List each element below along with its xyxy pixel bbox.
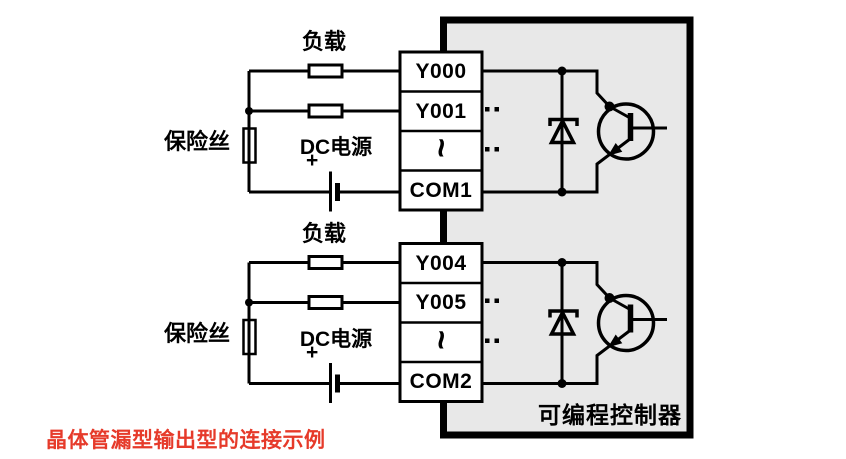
battery-plus-label: + <box>306 340 319 364</box>
terminal-label-y000: Y000 <box>415 60 467 83</box>
plc-box-rect <box>440 16 694 439</box>
terminal-label-y001: Y001 <box>415 99 467 123</box>
dc-power-label: DC电源 <box>299 327 373 351</box>
terminal-label-continuation: ~ <box>400 323 482 363</box>
terminal-label-y004: Y004 <box>415 251 467 275</box>
diagram-caption: 晶体管漏型输出型的连接示例 <box>46 429 326 452</box>
tilde-glyph: ~ <box>421 329 460 350</box>
fuse-label: 保险丝 <box>163 129 230 154</box>
battery-plus-label: + <box>306 149 319 172</box>
fuse-label: 保险丝 <box>163 320 230 346</box>
terminal-label-continuation: ~ <box>400 131 482 171</box>
output-unit-2: 负载 保险丝 DC电源 + Y004 Y005 ~ COM2 <box>0 192 846 404</box>
tilde-glyph: ~ <box>421 137 460 159</box>
dc-power-label: DC电源 <box>299 136 373 159</box>
output-unit-1: 负载 保险丝 DC电源 + Y000 Y001 ~ COM1 <box>0 0 846 212</box>
terminal-label-com2: COM2 <box>409 370 473 393</box>
load-label: 负载 <box>301 29 346 54</box>
terminal-label-com1: COM1 <box>409 178 473 202</box>
terminal-label-y005: Y005 <box>415 291 467 314</box>
plc-label: 可编程控制器 <box>538 402 682 428</box>
load-label: 负载 <box>301 220 346 246</box>
